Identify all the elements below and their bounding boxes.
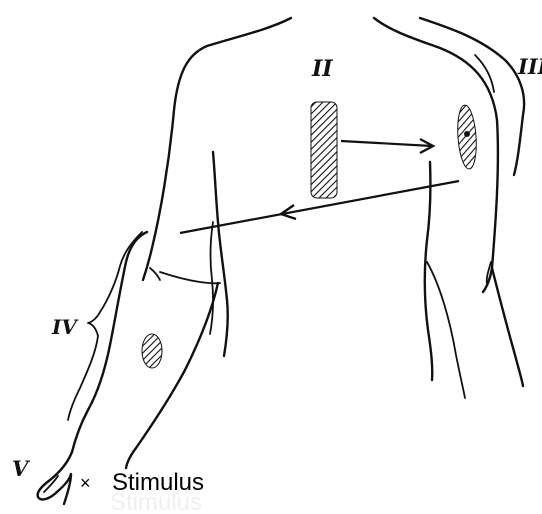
forearm-inner-line [126, 283, 218, 468]
label-region-iii: III [517, 54, 542, 79]
label-region-v: V [12, 456, 31, 481]
elbow-crease-mark [150, 268, 160, 280]
forearm-outer-line [72, 232, 147, 452]
arrow-ii-to-iii [341, 141, 432, 146]
upper-arm-inner-line [213, 152, 228, 356]
stimulus-marker: × [80, 473, 91, 493]
region-iv-patch [142, 334, 162, 368]
upper-arm-inner-branch [210, 222, 213, 334]
bracket-iv [68, 232, 142, 420]
neck-left-line [143, 18, 291, 280]
label-region-iv: IV [51, 315, 79, 339]
region-iii-point [464, 131, 470, 137]
label-region-ii: II [311, 56, 333, 82]
region-ii-hatched-patch [311, 102, 337, 198]
hand-outline [38, 452, 72, 504]
stimulus-label: Stimulus [112, 469, 204, 496]
right-flank-line [492, 268, 523, 386]
